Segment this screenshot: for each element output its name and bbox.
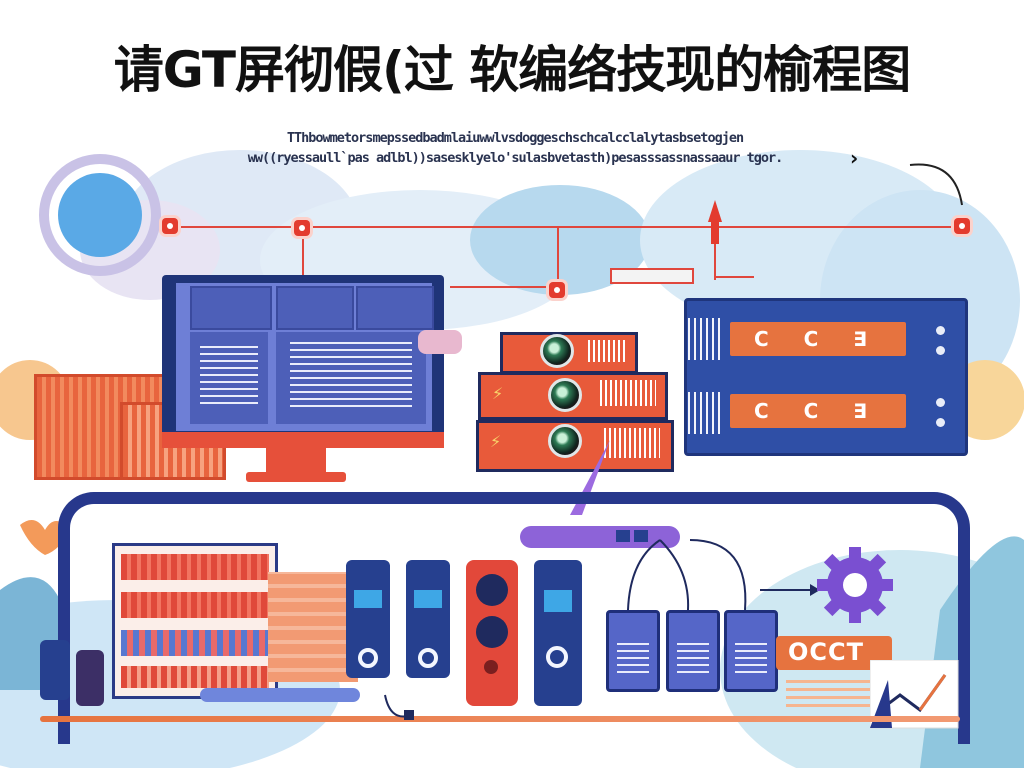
server-tower — [534, 560, 582, 706]
cable-plug-icon — [384, 694, 414, 720]
chat-bubble-icon — [418, 330, 462, 354]
vent-stripes — [604, 428, 660, 458]
camera-lens-icon — [540, 334, 574, 368]
connector-line — [714, 276, 754, 278]
rack-vents — [688, 318, 722, 360]
monitor-stand — [266, 448, 326, 474]
monitor-chin — [162, 432, 444, 448]
connector-line — [557, 226, 559, 291]
status-led — [936, 326, 945, 335]
monitor-base — [246, 472, 346, 482]
screen-panel — [190, 332, 268, 424]
occt-badge: OCCT — [776, 636, 892, 670]
rack-unit-bottom: C C ∃ — [730, 394, 906, 428]
camera-lens-icon — [548, 424, 582, 458]
connector-node — [294, 220, 310, 236]
screen-window — [190, 286, 272, 330]
client-device — [606, 610, 660, 692]
subtitle-line-2: ww((ryessaull`pas adlbl))sasesklyelo'sul… — [247, 150, 784, 166]
report-lines — [786, 680, 876, 710]
occt-badge-label: OCCT — [788, 638, 864, 666]
vent-stripes — [588, 340, 628, 362]
network-cables — [627, 539, 747, 611]
vent-stripes — [600, 380, 656, 406]
desk — [200, 688, 360, 702]
network-switch — [520, 526, 680, 548]
storage-boxes — [268, 572, 358, 682]
status-led — [936, 418, 945, 427]
connector-label-box — [610, 268, 694, 284]
status-led — [936, 346, 945, 355]
rack-vents — [688, 392, 722, 434]
spark-icon: ⚡ — [492, 384, 504, 403]
chevron-right-icon: › — [850, 146, 859, 170]
rack-unit-top: C C ∃ — [730, 322, 906, 356]
connector-line-top — [170, 226, 970, 228]
data-shelf — [112, 543, 278, 699]
person-figure — [76, 650, 104, 706]
screen-window — [356, 286, 434, 330]
subtitle-line-1: TThbowmetorsmepssedbadmlaiuwwlvsdoggesch… — [286, 130, 744, 146]
spark-icon: ⚡ — [490, 432, 502, 451]
connector-node — [162, 218, 178, 234]
rack-unit-label: C C ∃ — [754, 399, 881, 423]
client-device — [666, 610, 720, 692]
connector-node — [954, 218, 970, 234]
power-tower — [466, 560, 518, 706]
screen-window — [276, 286, 354, 330]
person-figure — [40, 640, 70, 700]
connector-line — [450, 286, 560, 288]
rack-unit-label: C C ∃ — [754, 327, 881, 351]
server-tower — [406, 560, 450, 678]
screen-panel — [276, 332, 426, 424]
gear-icon — [760, 547, 893, 623]
server-tower — [346, 560, 390, 678]
curved-arrow-icon — [909, 163, 963, 206]
pin-icon — [708, 200, 722, 244]
connector-node — [549, 282, 565, 298]
floor-line — [40, 716, 960, 722]
connector-line — [302, 226, 304, 286]
camera-lens-icon — [548, 378, 582, 412]
page-title: 请GT屏彻假(过 软编络技现的榆程图 — [113, 41, 912, 99]
status-led — [936, 398, 945, 407]
